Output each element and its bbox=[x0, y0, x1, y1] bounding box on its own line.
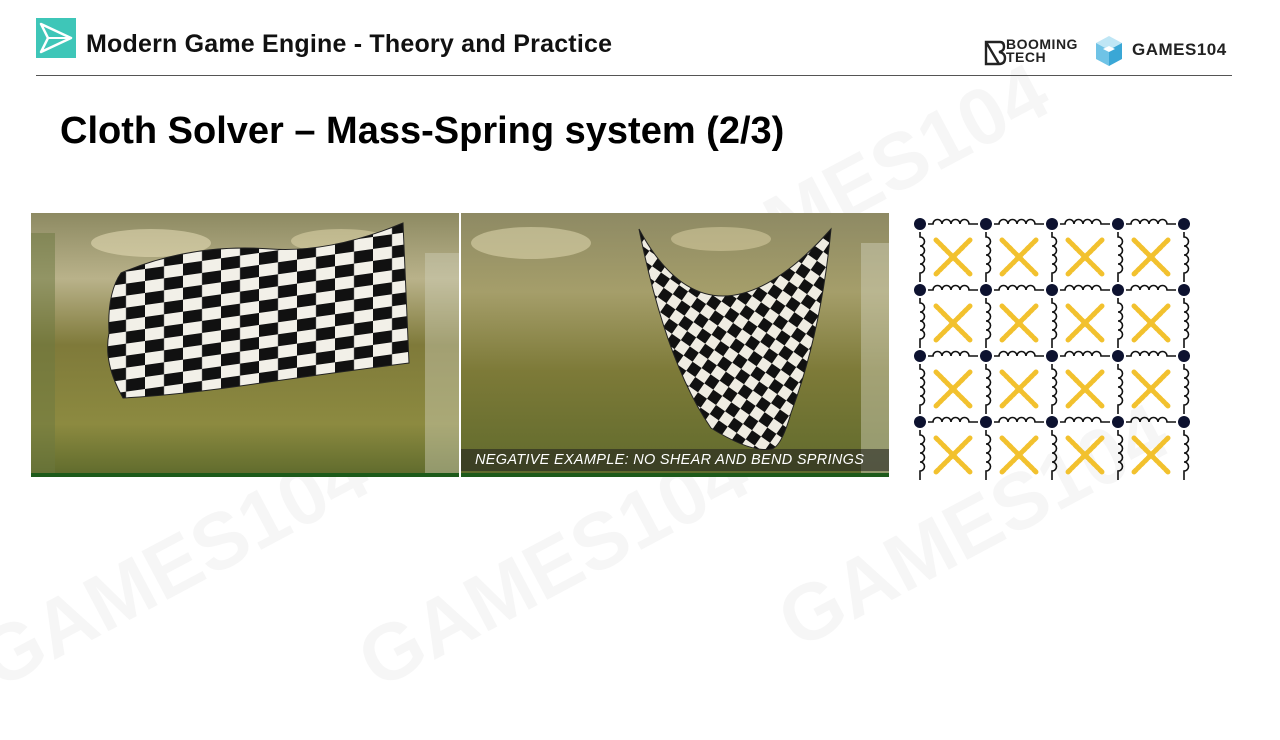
shear-spring bbox=[999, 435, 1039, 475]
mass-point bbox=[1112, 350, 1124, 362]
structural-spring bbox=[994, 350, 1044, 357]
structural-spring bbox=[928, 284, 978, 291]
shear-spring bbox=[933, 435, 973, 475]
structural-spring bbox=[1051, 232, 1058, 282]
shear-spring bbox=[1131, 435, 1171, 475]
tech-line: TECH bbox=[1006, 49, 1047, 65]
structural-spring bbox=[985, 232, 992, 282]
shear-spring bbox=[999, 303, 1039, 343]
mass-point bbox=[1046, 350, 1058, 362]
structural-spring bbox=[928, 416, 978, 423]
mass-point bbox=[1178, 218, 1190, 230]
structural-spring bbox=[1117, 298, 1124, 348]
structural-spring bbox=[1126, 350, 1176, 357]
mass-point bbox=[1046, 218, 1058, 230]
structural-spring bbox=[1126, 416, 1176, 423]
structural-spring bbox=[1183, 298, 1190, 348]
shear-spring bbox=[933, 303, 973, 343]
structural-spring bbox=[919, 298, 926, 348]
booming-tech-logo-icon bbox=[984, 40, 1007, 66]
structural-spring bbox=[1183, 232, 1190, 282]
structural-spring bbox=[919, 364, 926, 414]
structural-spring bbox=[994, 218, 1044, 225]
structural-spring bbox=[985, 298, 992, 348]
shear-spring bbox=[933, 369, 973, 409]
negative-example-image: NEGATIVE EXAMPLE: NO SHEAR AND BEND SPRI… bbox=[461, 213, 889, 477]
structural-spring bbox=[919, 232, 926, 282]
structural-spring bbox=[928, 350, 978, 357]
course-logo-icon bbox=[36, 18, 76, 58]
structural-spring bbox=[994, 416, 1044, 423]
structural-spring bbox=[994, 284, 1044, 291]
shear-spring bbox=[1131, 303, 1171, 343]
mass-point bbox=[914, 416, 926, 428]
checkered-cloth bbox=[107, 222, 410, 399]
structural-spring bbox=[1051, 298, 1058, 348]
shear-spring bbox=[1065, 369, 1105, 409]
mass-spring-diagram bbox=[908, 210, 1192, 480]
structural-spring bbox=[1060, 350, 1110, 357]
structural-spring bbox=[1183, 430, 1190, 480]
structural-spring bbox=[1060, 416, 1110, 423]
booming-line: BOOMING bbox=[1006, 36, 1078, 52]
structural-spring bbox=[928, 218, 978, 225]
mass-point bbox=[1178, 350, 1190, 362]
structural-spring bbox=[1117, 232, 1124, 282]
shear-spring bbox=[999, 369, 1039, 409]
course-title: Modern Game Engine - Theory and Practice bbox=[86, 30, 613, 58]
shear-spring bbox=[1065, 303, 1105, 343]
games-cube-icon bbox=[1096, 36, 1122, 66]
structural-spring bbox=[1126, 284, 1176, 291]
structural-spring bbox=[919, 430, 926, 480]
mass-point bbox=[914, 218, 926, 230]
mass-point bbox=[980, 218, 992, 230]
mass-point bbox=[980, 350, 992, 362]
mass-point bbox=[1112, 284, 1124, 296]
mass-point bbox=[980, 284, 992, 296]
slide-title: Cloth Solver – Mass-Spring system (2/3) bbox=[60, 110, 785, 152]
header-divider bbox=[36, 75, 1232, 76]
shear-spring bbox=[933, 237, 973, 277]
shear-spring bbox=[1131, 369, 1171, 409]
mass-point bbox=[1178, 416, 1190, 428]
structural-spring bbox=[985, 430, 992, 480]
negative-example-caption: NEGATIVE EXAMPLE: NO SHEAR AND BEND SPRI… bbox=[461, 449, 889, 471]
mass-point bbox=[914, 350, 926, 362]
structural-spring bbox=[1117, 430, 1124, 480]
structural-spring bbox=[1060, 284, 1110, 291]
mass-point bbox=[1112, 416, 1124, 428]
games104-wordmark: GAMES104 bbox=[1132, 40, 1227, 59]
structural-spring bbox=[1183, 364, 1190, 414]
mass-point bbox=[914, 284, 926, 296]
mass-point bbox=[1178, 284, 1190, 296]
shear-spring bbox=[1131, 237, 1171, 277]
cloth-simulation-image bbox=[31, 213, 459, 477]
booming-tech-wordmark: BOOMING TECH bbox=[1006, 36, 1078, 65]
structural-spring bbox=[1051, 364, 1058, 414]
slide-header: Modern Game Engine - Theory and Practice… bbox=[0, 0, 1280, 76]
structural-spring bbox=[1051, 430, 1058, 480]
sagging-cloth bbox=[638, 227, 832, 451]
structural-spring bbox=[1126, 218, 1176, 225]
mass-point bbox=[1112, 218, 1124, 230]
shear-spring bbox=[1065, 435, 1105, 475]
mass-point bbox=[980, 416, 992, 428]
mass-point bbox=[1046, 416, 1058, 428]
mass-point bbox=[1046, 284, 1058, 296]
structural-spring bbox=[1117, 364, 1124, 414]
structural-spring bbox=[1060, 218, 1110, 225]
structural-spring bbox=[985, 364, 992, 414]
shear-spring bbox=[1065, 237, 1105, 277]
shear-spring bbox=[999, 237, 1039, 277]
